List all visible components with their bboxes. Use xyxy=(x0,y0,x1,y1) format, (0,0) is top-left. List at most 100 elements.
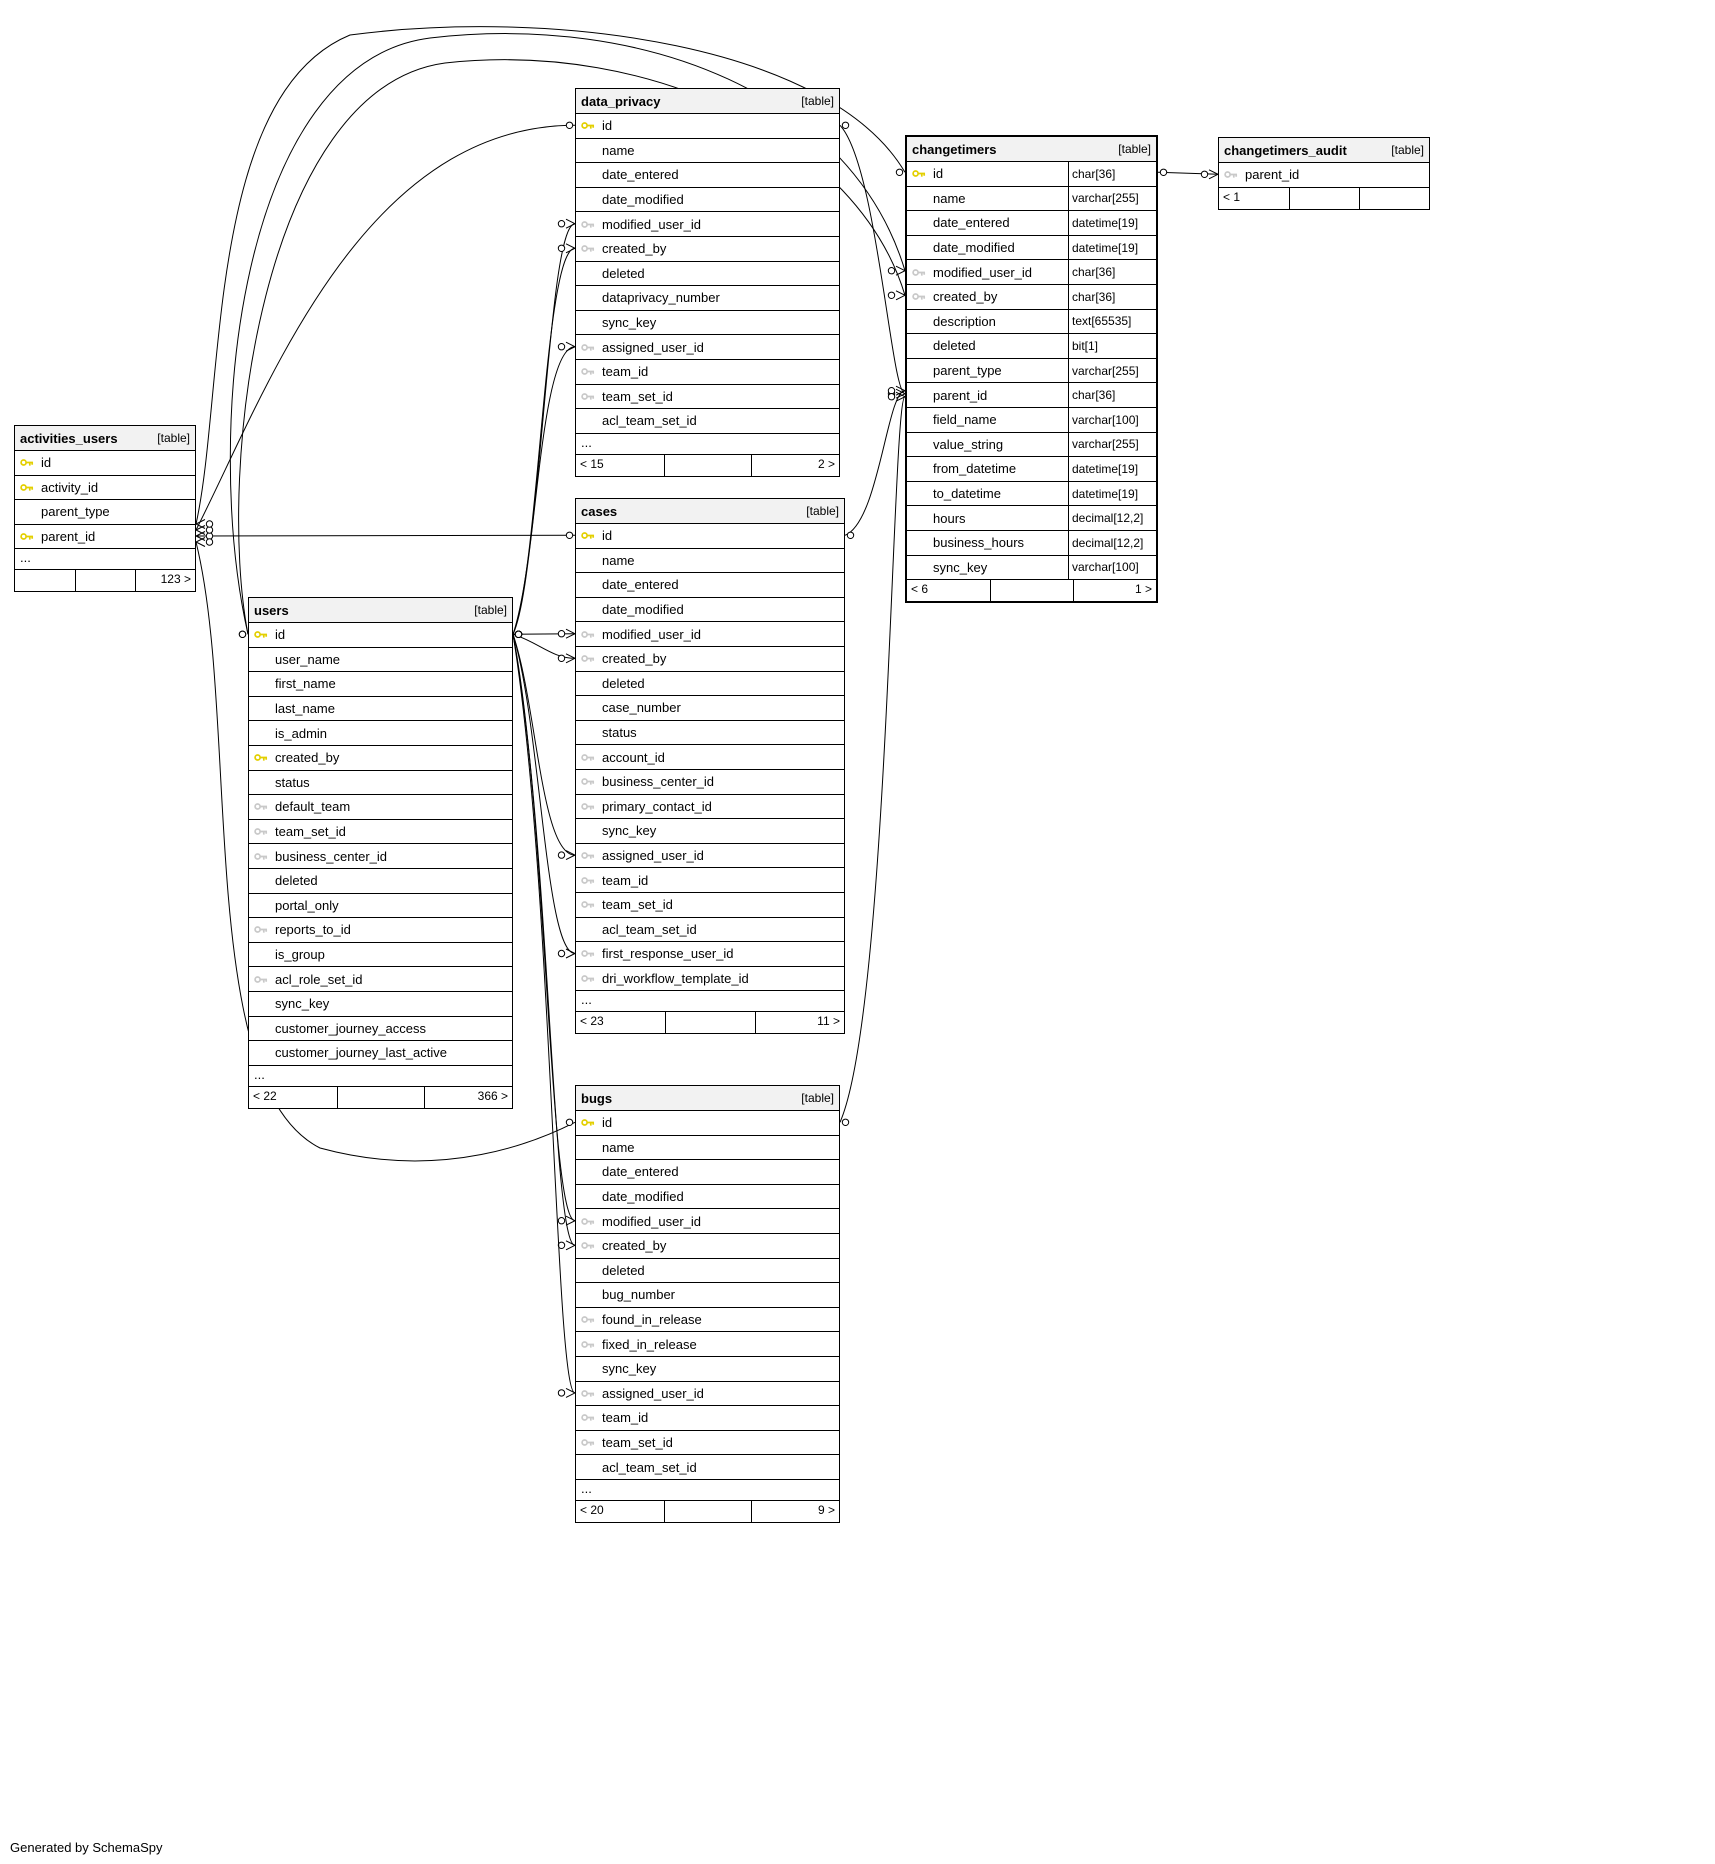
table-type-label: [table] xyxy=(1118,142,1151,156)
column-cases-assigned_user_id[interactable]: assigned_user_id xyxy=(576,844,844,869)
footer-left: < 1 xyxy=(1223,189,1241,204)
column-data_privacy-date_modified[interactable]: date_modified xyxy=(576,188,839,213)
column-data_privacy-created_by[interactable]: created_by xyxy=(576,237,839,262)
column-cases-account_id[interactable]: account_id xyxy=(576,745,844,770)
column-cases-modified_user_id[interactable]: modified_user_id xyxy=(576,622,844,647)
column-cases-name[interactable]: name xyxy=(576,549,844,574)
column-cases-business_center_id[interactable]: business_center_id xyxy=(576,770,844,795)
column-users-user_name[interactable]: user_name xyxy=(249,648,512,673)
column-cases-sync_key[interactable]: sync_key xyxy=(576,819,844,844)
column-changetimers_audit-parent_id[interactable]: parent_id xyxy=(1219,163,1429,188)
column-type: char[36] xyxy=(1068,284,1156,309)
column-cases-acl_team_set_id[interactable]: acl_team_set_id xyxy=(576,918,844,943)
table-header-bugs[interactable]: bugs[table] xyxy=(576,1086,839,1111)
column-bugs-assigned_user_id[interactable]: assigned_user_id xyxy=(576,1382,839,1407)
column-data_privacy-acl_team_set_id[interactable]: acl_team_set_id xyxy=(576,409,839,434)
column-data_privacy-name[interactable]: name xyxy=(576,139,839,164)
column-cases-id[interactable]: id xyxy=(576,524,844,549)
column-bugs-fixed_in_release[interactable]: fixed_in_release xyxy=(576,1332,839,1357)
column-activities_users-id[interactable]: id xyxy=(15,451,195,476)
column-cases-deleted[interactable]: deleted xyxy=(576,672,844,697)
column-activities_users-parent_type[interactable]: parent_type xyxy=(15,500,195,525)
column-cases-created_by[interactable]: created_by xyxy=(576,647,844,672)
column-data_privacy-sync_key[interactable]: sync_key xyxy=(576,311,839,336)
column-users-business_center_id[interactable]: business_center_id xyxy=(249,844,512,869)
column-data_privacy-id[interactable]: id xyxy=(576,114,839,139)
column-cases-date_modified[interactable]: date_modified xyxy=(576,598,844,623)
column-users-portal_only[interactable]: portal_only xyxy=(249,894,512,919)
column-users-sync_key[interactable]: sync_key xyxy=(249,992,512,1017)
column-bugs-date_entered[interactable]: date_entered xyxy=(576,1160,839,1185)
column-bugs-date_modified[interactable]: date_modified xyxy=(576,1185,839,1210)
column-users-deleted[interactable]: deleted xyxy=(249,869,512,894)
column-bugs-team_id[interactable]: team_id xyxy=(576,1406,839,1431)
column-cases-status[interactable]: status xyxy=(576,721,844,746)
column-users-customer_journey_access[interactable]: customer_journey_access xyxy=(249,1017,512,1042)
column-bugs-acl_team_set_id[interactable]: acl_team_set_id xyxy=(576,1455,839,1480)
column-users-team_set_id[interactable]: team_set_id xyxy=(249,820,512,845)
column-users-is_group[interactable]: is_group xyxy=(249,943,512,968)
column-bugs-created_by[interactable]: created_by xyxy=(576,1234,839,1259)
table-header-changetimers_audit[interactable]: changetimers_audit[table] xyxy=(1219,138,1429,163)
column-data_privacy-modified_user_id[interactable]: modified_user_id xyxy=(576,212,839,237)
column-bugs-modified_user_id[interactable]: modified_user_id xyxy=(576,1209,839,1234)
column-users-default_team[interactable]: default_team xyxy=(249,795,512,820)
column-data_privacy-team_id[interactable]: team_id xyxy=(576,360,839,385)
column-name: date_modified xyxy=(602,192,684,208)
column-users-created_by[interactable]: created_by xyxy=(249,746,512,771)
column-data_privacy-date_entered[interactable]: date_entered xyxy=(576,163,839,188)
column-bugs-sync_key[interactable]: sync_key xyxy=(576,1357,839,1382)
column-users-customer_journey_last_active[interactable]: customer_journey_last_active xyxy=(249,1041,512,1066)
column-cases-first_response_user_id[interactable]: first_response_user_id xyxy=(576,942,844,967)
column-users-acl_role_set_id[interactable]: acl_role_set_id xyxy=(249,967,512,992)
column-users-first_name[interactable]: first_name xyxy=(249,672,512,697)
column-users-status[interactable]: status xyxy=(249,771,512,796)
column-bugs-team_set_id[interactable]: team_set_id xyxy=(576,1431,839,1456)
column-cases-team_id[interactable]: team_id xyxy=(576,868,844,893)
column-bugs-name[interactable]: name xyxy=(576,1136,839,1161)
column-cases-case_number[interactable]: case_number xyxy=(576,696,844,721)
table-header-data_privacy[interactable]: data_privacy[table] xyxy=(576,89,839,114)
column-cases-primary_contact_id[interactable]: primary_contact_id xyxy=(576,795,844,820)
column-data_privacy-assigned_user_id[interactable]: assigned_user_id xyxy=(576,335,839,360)
column-users-last_name[interactable]: last_name xyxy=(249,697,512,722)
column-bugs-deleted[interactable]: deleted xyxy=(576,1259,839,1284)
column-users-is_admin[interactable]: is_admin xyxy=(249,721,512,746)
column-activities_users-activity_id[interactable]: activity_id xyxy=(15,476,195,501)
column-data_privacy-deleted[interactable]: deleted xyxy=(576,262,839,287)
column-users-reports_to_id[interactable]: reports_to_id xyxy=(249,918,512,943)
table-header-users[interactable]: users[table] xyxy=(249,598,512,623)
column-bugs-id[interactable]: id xyxy=(576,1111,839,1136)
column-data_privacy-dataprivacy_number[interactable]: dataprivacy_number xyxy=(576,286,839,311)
column-cases-dri_workflow_template_id[interactable]: dri_workflow_template_id xyxy=(576,967,844,992)
table-header-changetimers[interactable]: changetimers[table] xyxy=(907,137,1156,162)
no-key-spacer xyxy=(907,556,931,580)
column-cases-date_entered[interactable]: date_entered xyxy=(576,573,844,598)
table-header-activities_users[interactable]: activities_users[table] xyxy=(15,426,195,451)
column-users-id[interactable]: id xyxy=(249,623,512,648)
column-name: user_name xyxy=(275,651,341,667)
column-data_privacy-team_set_id[interactable]: team_set_id xyxy=(576,385,839,410)
column-bugs-bug_number[interactable]: bug_number xyxy=(576,1283,839,1308)
column-bugs-found_in_release[interactable]: found_in_release xyxy=(576,1308,839,1333)
table-header-cases[interactable]: cases[table] xyxy=(576,499,844,524)
column-cases-team_set_id[interactable]: team_set_id xyxy=(576,893,844,918)
column-activities_users-parent_id[interactable]: parent_id xyxy=(15,525,195,550)
